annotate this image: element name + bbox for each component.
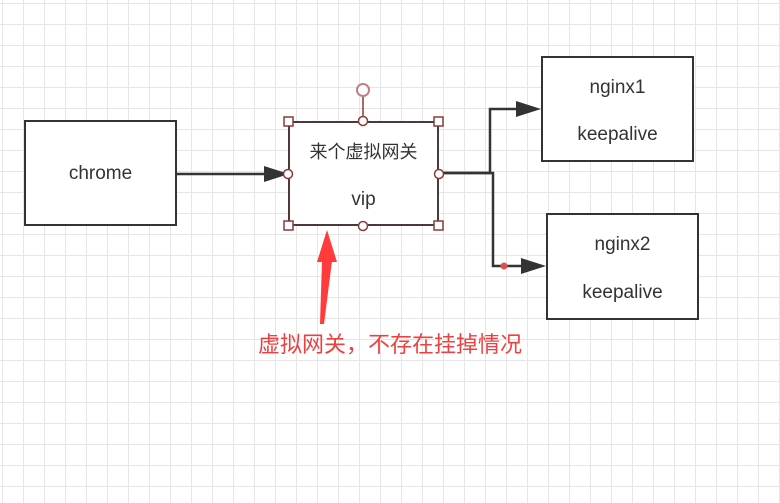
node-sublabel: keepalive	[582, 282, 663, 303]
arrowhead-icon	[521, 258, 546, 274]
resize-handle-bottom-right[interactable]	[433, 220, 444, 231]
arrowhead-icon	[516, 101, 541, 117]
connection-point-bottom[interactable]	[357, 220, 369, 232]
resize-handle-top-right[interactable]	[433, 116, 444, 127]
edge-gateway-nginx2[interactable]	[439, 171, 546, 274]
rotate-handle-icon[interactable]	[356, 83, 370, 97]
resize-handle-top-left[interactable]	[283, 116, 294, 127]
annotation-arrow	[317, 230, 337, 324]
arrowhead-icon	[264, 166, 289, 182]
node-sublabel: vip	[351, 189, 376, 210]
node-virtual-gateway[interactable]: 来个虚拟网关 vip	[288, 121, 439, 226]
node-label: nginx2	[594, 234, 651, 255]
node-nginx1[interactable]: nginx1 keepalive	[541, 56, 694, 162]
node-sublabel: keepalive	[577, 124, 658, 145]
connection-point-left[interactable]	[282, 168, 294, 180]
node-label: nginx1	[589, 77, 646, 98]
arrow-up-icon	[317, 230, 337, 262]
connection-point-right[interactable]	[433, 168, 445, 180]
node-nginx2[interactable]: nginx2 keepalive	[546, 213, 699, 320]
node-label: 来个虚拟网关	[309, 142, 418, 163]
waypoint-handle[interactable]	[500, 262, 508, 270]
annotation-text: 虚拟网关，不存在挂掉情况	[258, 333, 523, 358]
node-chrome[interactable]: chrome	[24, 120, 177, 226]
edge-chrome-gateway[interactable]	[177, 166, 289, 182]
connection-point-top[interactable]	[357, 115, 369, 127]
node-label: chrome	[68, 163, 133, 184]
resize-handle-bottom-left[interactable]	[283, 220, 294, 231]
